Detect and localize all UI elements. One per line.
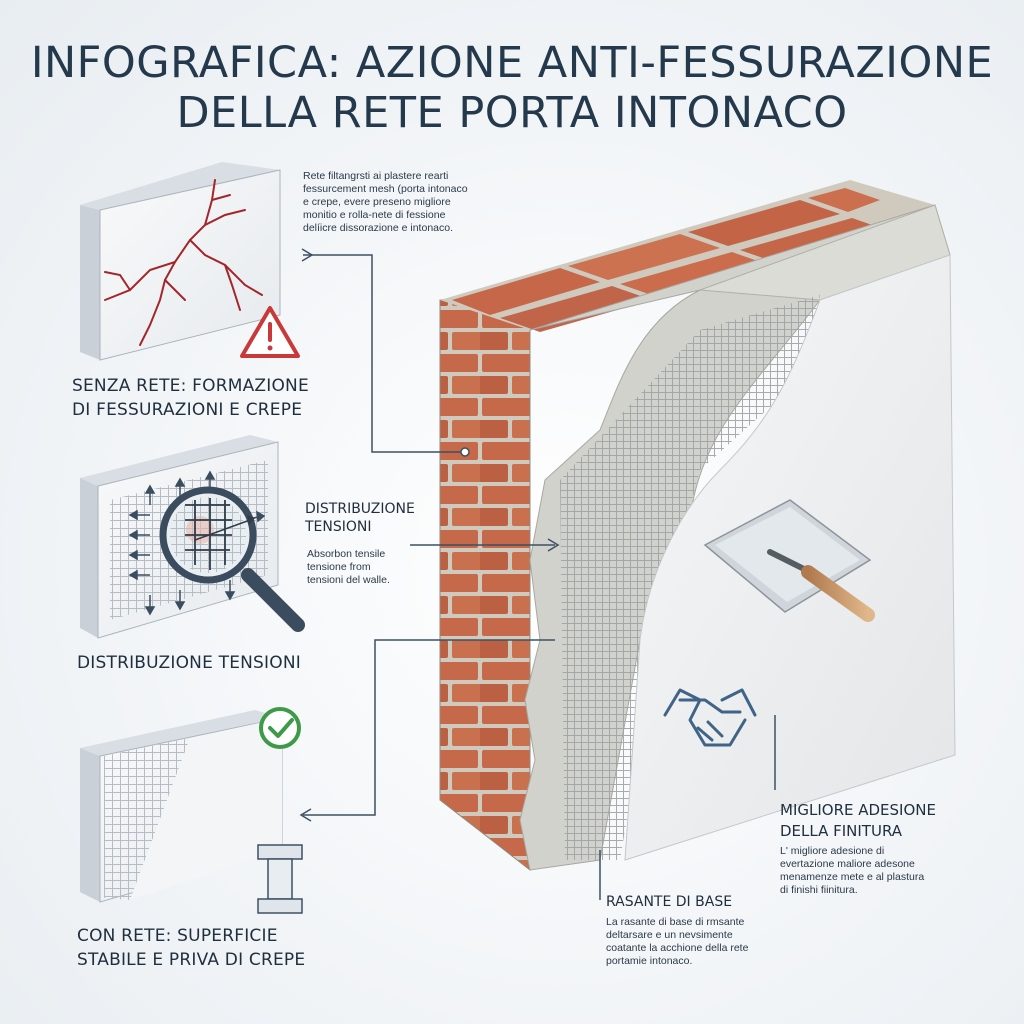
base-callout-title-text: RASANTE DI BASE	[606, 894, 733, 910]
adhesion-callout-title-2: DELLA FINITURA	[780, 822, 903, 840]
title-line-1: INFOGRAFICA: AZIONE ANTI-FESSURAZIONE	[30, 38, 994, 88]
tension-callout-title-2: TENSIONI	[305, 519, 372, 535]
mesh-layer	[560, 295, 820, 860]
base-note-line: La rasante di base di rmsante	[606, 916, 745, 928]
top-note-line: fessurcement mesh (porta intonaco	[303, 183, 468, 195]
title-line-2: DELLA RETE PORTA INTONACO	[176, 88, 848, 138]
panel-cracked	[80, 162, 300, 361]
crack-lines	[104, 179, 263, 346]
top-note-line: monitio e rolla-nete di fessione	[303, 209, 446, 221]
handshake-icon	[663, 688, 757, 747]
base-callout-title: RASANTE DI BASE	[606, 893, 732, 911]
stable-label-line-1: CON RETE: SUPERFICIE	[77, 926, 278, 946]
top-callout-note: Rete filtangrsti ai plastere rearti fess…	[303, 170, 468, 235]
check-circle-icon	[259, 707, 301, 749]
callout-lines	[299, 248, 776, 900]
base-callout-note: La rasante di base di rmsante deltarsare…	[606, 916, 748, 968]
top-note-line: delíicre dissorazione e intonaco.	[303, 222, 454, 234]
adhesion-note-line: evertazione maliore adesone	[780, 858, 915, 870]
top-note-line: Rete filtangrsti ai plastere rearti	[303, 170, 449, 182]
stable-label: CON RETE: SUPERFICIE STABILE E PRIVA DI …	[77, 924, 305, 972]
base-note-line: coatante la acchione della rete	[606, 942, 749, 954]
cracked-label: SENZA RETE: FORMAZIONE DI FESSURAZIONI E…	[72, 374, 309, 422]
tension-note-line: tensioni del walle.	[307, 574, 390, 586]
trowel-icon	[703, 499, 875, 622]
brick-side-face	[439, 291, 531, 872]
cracked-label-line-1: SENZA RETE: FORMAZIONE	[72, 376, 309, 396]
adhesion-callout-note: L' migliore adesione di evertazione mali…	[780, 845, 924, 897]
tension-label: DISTRIBUZIONE TENSIONI	[77, 651, 301, 675]
tension-note-line: Absorbon tensile	[307, 548, 386, 560]
top-note-line: e crepe, evere preseno migliore	[303, 196, 451, 208]
tension-callout-title-1: DISTRIBUZIONE	[305, 501, 415, 517]
tension-note-line: tensione from	[307, 561, 371, 573]
tension-callout-title: DISTRIBUZIONE TENSIONI	[305, 500, 415, 536]
adhesion-note-line: menamenze mete e al plastura	[780, 871, 925, 883]
adhesion-note-line: di finishi fiinitura.	[780, 884, 858, 896]
tension-callout-note: Absorbon tensile tensione from tensioni …	[307, 548, 390, 587]
panel-tension	[80, 435, 305, 639]
base-note-line: portamie intonaco.	[606, 955, 693, 967]
stable-label-line-2: STABILE E PRIVA DI CREPE	[77, 950, 306, 970]
brick-top-face	[440, 180, 935, 332]
adhesion-callout-title-1: MIGLIORE ADESIONE	[780, 801, 936, 819]
adhesion-note-line: L' migliore adesione di	[780, 845, 885, 857]
page-title: INFOGRAFICA: AZIONE ANTI-FESSURAZIONE DE…	[0, 38, 1024, 138]
warning-triangle-icon	[240, 306, 300, 358]
pillar-icon	[257, 844, 303, 914]
tension-label-text: DISTRIBUZIONE TENSIONI	[77, 653, 301, 673]
magnifier-icon	[159, 486, 305, 632]
panel-stable	[80, 707, 303, 914]
base-note-line: deltarsare e un nevsimente	[606, 929, 733, 941]
cracked-label-line-2: DI FESSURAZIONI E CREPE	[72, 400, 303, 420]
adhesion-callout-title: MIGLIORE ADESIONE DELLA FINITURA	[780, 800, 936, 842]
